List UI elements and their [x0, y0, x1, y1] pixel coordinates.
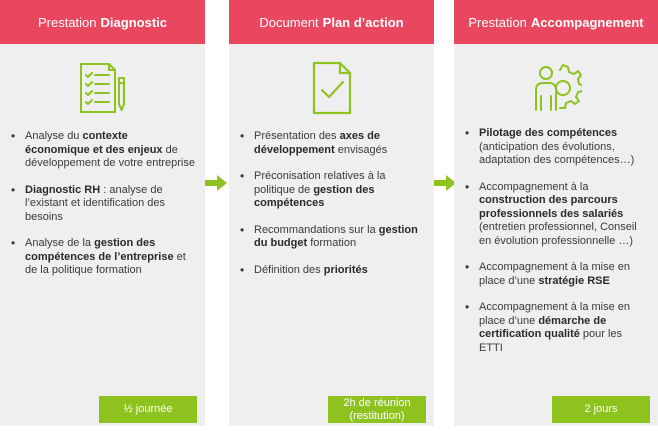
list-item: Présentation des axes de développement e…: [240, 130, 424, 157]
column-plan-action: Document Plan d’action Présentation des …: [229, 0, 434, 426]
header-bold: Accompagnement: [530, 14, 644, 30]
item-text-bold: démarche de certification qualité: [479, 314, 607, 341]
item-text: Présentation des: [254, 130, 340, 142]
header-prefix: Prestation: [37, 14, 97, 30]
item-text-bold: gestion du budget: [254, 223, 418, 250]
item-text: formation: [307, 237, 357, 249]
item-text: : analyse de l’existant et identificatio…: [25, 183, 166, 223]
item-text-bold: axes de développement: [254, 130, 380, 156]
arrow-right-icon: [434, 175, 456, 191]
list-item: Analyse de la gestion des compétences de…: [11, 237, 195, 278]
item-text-bold: gestion des compétences: [254, 183, 375, 210]
item-text-bold: gestion des compétences de l’entreprise: [25, 237, 174, 263]
list-item: Pilotage des compétences (anticipation d…: [465, 127, 648, 168]
item-text: Accompagnement à la mise en place d’une: [479, 261, 631, 287]
header-prefix: Document: [259, 14, 319, 30]
item-text: (anticipation des évolutions, adaptation…: [479, 140, 635, 167]
header-prefix: Prestation: [468, 14, 527, 30]
duration-badge: ½ journée: [99, 396, 197, 423]
header-bold: Diagnostic: [100, 14, 167, 30]
document-check-icon: [312, 61, 351, 115]
item-list: Présentation des axes de développement e…: [229, 130, 434, 290]
column-accompagnement: Prestation Accompagnement Pilotage des c…: [454, 0, 658, 426]
badge-text: ½ journée: [123, 403, 173, 415]
list-item: Accompagnement à la mise en place d’une …: [465, 261, 648, 288]
badge-text: 2h de réunion: [343, 396, 411, 409]
list-item: Analyse du contexte économique et des en…: [11, 130, 195, 171]
item-text-bold: Diagnostic RH: [25, 183, 101, 196]
column-header: Document Plan d’action: [229, 0, 434, 44]
item-text: de développement de votre entreprise: [25, 143, 195, 170]
item-text: Analyse du: [25, 130, 83, 142]
item-text: Recommandations sur la: [254, 223, 379, 236]
badge-text: 2 jours: [584, 403, 618, 415]
item-text-bold: Pilotage des compétences: [479, 127, 618, 139]
item-text: pour les ETTI: [479, 328, 623, 354]
list-item: Accompagnement à la mise en place d’une …: [465, 301, 648, 355]
item-text: et de la politique formation: [25, 250, 186, 277]
item-text: Accompagnement à la mise en place d’une: [479, 301, 631, 327]
item-text: Analyse de la: [25, 237, 95, 249]
header-bold: Plan d’action: [322, 14, 404, 30]
item-text-bold: stratégie RSE: [538, 274, 610, 287]
column-header: Prestation Accompagnement: [454, 0, 658, 44]
item-text: Définition des: [254, 263, 324, 276]
checklist-icon: [79, 63, 125, 113]
arrow-right-icon: [205, 175, 227, 191]
item-text-bold: priorités: [323, 263, 368, 276]
item-list: Pilotage des compétences (anticipation d…: [454, 127, 658, 368]
item-text: (entretien professionnel, Conseil en évo…: [479, 221, 637, 247]
column-diagnostic: Prestation Diagnostic Analyse du context…: [0, 0, 205, 426]
list-item: Recommandations sur la gestion du budget…: [240, 223, 424, 251]
list-item: Préconisation relatives à la politique d…: [240, 170, 424, 211]
item-text: Préconisation relatives à la politique d…: [254, 170, 386, 196]
list-item: Définition des priorités: [240, 263, 424, 278]
item-text-bold: construction des parcours professionnels…: [479, 194, 624, 220]
item-text: Accompagnement à la: [479, 180, 589, 193]
item-text-bold: contexte économique et des enjeux: [25, 130, 163, 156]
duration-badge: 2h de réunion(restitution): [328, 396, 426, 423]
column-header: Prestation Diagnostic: [0, 0, 205, 44]
list-item: Diagnostic RH : analyse de l’existant et…: [11, 183, 195, 225]
badge-text: (restitution): [349, 409, 405, 422]
item-text: envisagés: [334, 143, 388, 156]
list-item: Accompagnement à la construction des par…: [465, 180, 648, 249]
item-list: Analyse du contexte économique et des en…: [0, 130, 205, 291]
duration-badge: 2 jours: [552, 396, 650, 423]
person-gear-icon: [535, 64, 582, 111]
